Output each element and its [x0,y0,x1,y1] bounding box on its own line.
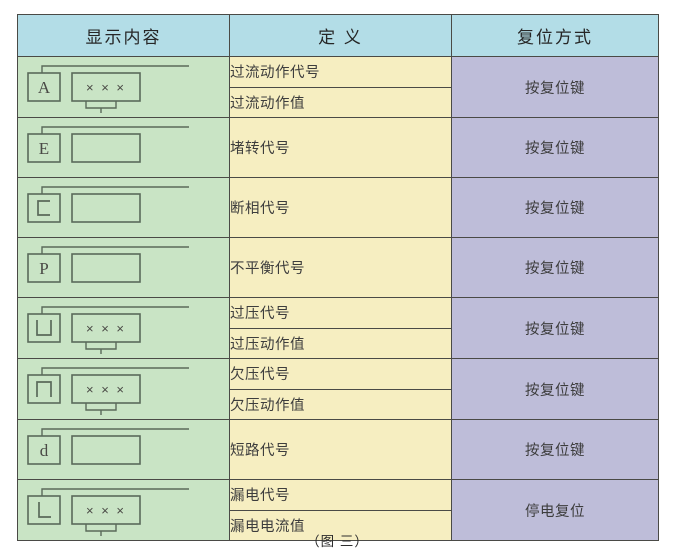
table-row: 过压动作值 [18,327,659,359]
definition-cell: 欠压代号 [229,358,452,390]
table-row: E 堵转代号按复位键 [17,117,659,178]
table-row: × × × 过压代号按复位键 [17,297,659,359]
table-row: 断相代号按复位键 [17,177,659,238]
definition-cell: 堵转代号 [229,117,452,178]
display-content-cell: × × × [17,358,230,420]
svg-text:× × ×: × × × [86,321,126,336]
reset-mode-cell: 按复位键 [451,358,659,420]
table-header: 显示内容 定 义 复位方式 [17,14,659,57]
definition-cell: 漏电电流值 [229,509,452,541]
definition-cell: 不平衡代号 [229,237,452,298]
definition-cell: 过流动作值 [229,86,452,118]
table-row: P 不平衡代号按复位键 [17,237,659,298]
definition-cell: 漏电代号 [229,479,452,511]
display-content-cell: × × × [17,297,230,359]
definition-cell: 断相代号 [229,177,452,238]
reset-mode-cell: 按复位键 [451,419,659,480]
display-content-cell: d [17,419,230,480]
display-content-cell: × × × [17,479,230,541]
lcd-symbol-overcurrent: A × × × [18,61,194,113]
definition-cell: 短路代号 [229,419,452,480]
table-row: 过流动作值 [18,86,659,118]
table-row: A × × × 过流动作代号按复位键 [17,56,659,118]
table-header-row: 显示内容 定 义 复位方式 [17,14,659,57]
definition-cell: 过压代号 [229,297,452,329]
svg-text:× × ×: × × × [86,503,126,518]
lcd-symbol-overvoltage: × × × [18,302,194,354]
reset-mode-cell: 停电复位 [451,479,659,541]
svg-text:A: A [38,78,51,97]
svg-text:× × ×: × × × [86,80,126,95]
figure-caption: （图 三） [306,534,369,549]
lcd-symbol-leakage: × × × [18,484,194,536]
header-definition: 定 义 [229,14,452,57]
lcd-symbol-short-circuit: d [18,424,194,476]
reset-mode-cell: 按复位键 [451,297,659,359]
table-row: × × × 漏电代号停电复位 [17,479,659,541]
definition-cell: 过流动作代号 [229,56,452,88]
lcd-symbol-undervoltage: × × × [18,363,194,415]
table-row: 漏电电流值 [18,509,659,541]
table-row: 欠压动作值 [18,388,659,420]
reset-mode-cell: 按复位键 [451,117,659,178]
table-row: d 短路代号按复位键 [17,419,659,480]
display-content-cell: E [17,117,230,178]
definition-cell: 过压动作值 [229,327,452,359]
header-display-content: 显示内容 [17,14,230,57]
display-content-cell [17,177,230,238]
lcd-symbol-phase-loss [18,182,194,234]
svg-text:d: d [40,441,49,460]
reset-mode-cell: 按复位键 [451,177,659,238]
definition-cell: 欠压动作值 [229,388,452,420]
reset-mode-cell: 按复位键 [451,237,659,298]
svg-text:E: E [39,139,49,158]
lcd-symbol-unbalance: P [18,242,194,294]
svg-text:P: P [39,259,48,278]
reset-mode-cell: 按复位键 [451,56,659,118]
display-content-cell: A × × × [17,56,230,118]
header-reset-mode: 复位方式 [451,14,659,57]
table-row: × × × 欠压代号按复位键 [17,358,659,420]
lcd-symbol-stall: E [18,122,194,174]
svg-text:× × ×: × × × [86,382,126,397]
display-content-cell: P [17,237,230,298]
